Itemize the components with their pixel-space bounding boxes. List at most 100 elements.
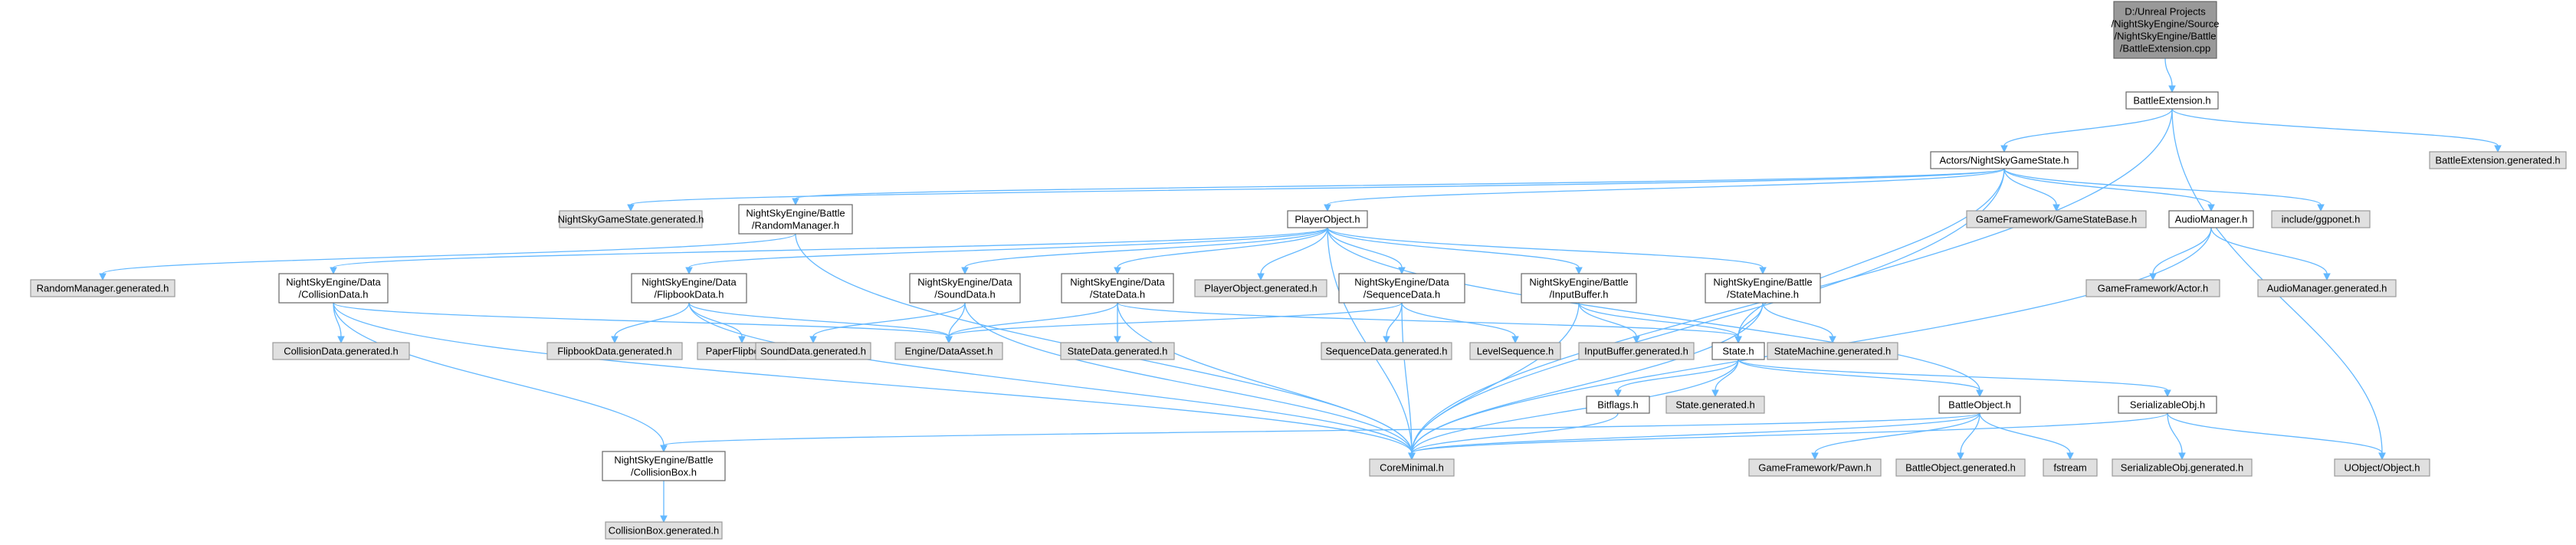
- node-sounddata-h[interactable]: NightSkyEngine/Data/SoundData.h: [909, 273, 1021, 304]
- node-box: [602, 451, 726, 481]
- node-label: GameFramework/GameStateBase.h: [1976, 214, 2137, 225]
- node-box: [546, 342, 683, 360]
- node-label: CollisionData.generated.h: [284, 346, 399, 357]
- node-label: LevelSequence.h: [1477, 346, 1554, 357]
- node-label: /FlipbookData.h: [654, 289, 724, 300]
- node-box: [605, 521, 723, 540]
- node-box: [2118, 396, 2217, 414]
- edge-collisionbox-h-to-collisionbox-gen: [660, 480, 668, 524]
- node-inputbuffer-h[interactable]: NightSkyEngine/Battle/InputBuffer.h: [1521, 273, 1637, 304]
- node-box: [1895, 458, 2026, 477]
- node-statemachine-gen: StateMachine.generated.h: [1767, 342, 1898, 360]
- edge-sequencedata-h-to-levelsequence-h: [1401, 302, 1519, 344]
- node-label: /RandomManager.h: [752, 220, 839, 231]
- edge-sounddata-h-to-coreminimal-h: [964, 302, 1416, 461]
- node-battleobject-h[interactable]: BattleObject.h: [1938, 396, 2021, 414]
- nodes-layer: D:/Unreal Projects/NightSkyEngine/Source…: [30, 1, 2567, 540]
- node-collisionbox-h[interactable]: NightSkyEngine/Battle/CollisionBox.h: [602, 451, 726, 481]
- node-inputbuffer-gen: InputBuffer.generated.h: [1578, 342, 1695, 360]
- node-box: [1338, 273, 1465, 304]
- node-flipbookdata-h[interactable]: NightSkyEngine/Data/FlipbookData.h: [631, 273, 747, 304]
- node-gamestatebase-h: GameFramework/GameStateBase.h: [1966, 210, 2147, 228]
- node-box: [1938, 396, 2021, 414]
- node-label: /NightSkyEngine/Battle: [2115, 31, 2217, 42]
- node-box: [1966, 210, 2147, 228]
- node-sequencedata-h[interactable]: NightSkyEngine/Data/SequenceData.h: [1338, 273, 1465, 304]
- edge-battleextension-h-to-nightskygamestate-h: [2000, 108, 2173, 153]
- node-box: [278, 273, 389, 304]
- node-nightskygamestate-h[interactable]: Actors/NightSkyGameState.h: [1930, 151, 2079, 169]
- node-bitflags-h[interactable]: Bitflags.h: [1586, 396, 1650, 414]
- node-box: [30, 279, 176, 297]
- node-box: [1194, 279, 1327, 297]
- edge-statemachine-h-to-state-h: [1734, 302, 1764, 344]
- node-battleextension-h[interactable]: BattleExtension.h: [2125, 91, 2219, 110]
- node-box: [2112, 458, 2253, 477]
- node-sounddata-gen: SoundData.generated.h: [755, 342, 871, 360]
- node-box: [1748, 458, 1882, 477]
- node-label: Actors/NightSkyGameState.h: [1939, 155, 2069, 166]
- node-label: /StateData.h: [1090, 289, 1145, 300]
- node-ggponet-h: include/ggponet.h: [2271, 210, 2371, 228]
- node-collisiondata-gen: CollisionData.generated.h: [272, 342, 410, 360]
- node-label: NightSkyEngine/Data: [642, 277, 737, 288]
- node-label: NightSkyEngine/Data: [1070, 277, 1165, 288]
- node-label: SoundData.generated.h: [760, 346, 866, 357]
- node-label: SequenceData.generated.h: [1325, 346, 1447, 357]
- node-box: [559, 210, 703, 228]
- edge-serializableobj-h-to-coreminimal-h: [1408, 412, 2168, 461]
- edge-playerobject-h-to-statemachine-h: [1327, 227, 1767, 275]
- edge-collisiondata-h-to-collisionbox-h: [333, 302, 668, 453]
- edge-nightskygamestate-h-to-randommanager-h: [792, 168, 2005, 206]
- node-label: NightSkyEngine/Data: [917, 277, 1012, 288]
- node-box: [1060, 342, 1175, 360]
- edge-nightskygamestate-h-to-nightskygamestate-gen: [627, 168, 2005, 212]
- edge-playerobject-h-to-flipbookdata-h: [685, 227, 1328, 275]
- edge-state-h-to-serializableobj-h: [1738, 359, 2171, 398]
- node-label: /SequenceData.h: [1363, 289, 1440, 300]
- node-randommanager-h[interactable]: NightSkyEngine/Battle/RandomManager.h: [738, 204, 853, 235]
- node-box: [1061, 273, 1174, 304]
- node-collisionbox-gen: CollisionBox.generated.h: [605, 521, 723, 540]
- node-label: /SoundData.h: [934, 289, 996, 300]
- node-collisiondata-h[interactable]: NightSkyEngine/Data/CollisionData.h: [278, 273, 389, 304]
- node-label: /NightSkyEngine/Source: [2112, 18, 2220, 30]
- node-state-h[interactable]: State.h: [1711, 342, 1765, 360]
- node-serializableobj-h[interactable]: SerializableObj.h: [2118, 396, 2217, 414]
- edge-nightskygamestate-h-to-gamestatebase-h: [2003, 168, 2060, 212]
- node-label: InputBuffer.generated.h: [1584, 346, 1688, 357]
- node-sequencedata-gen: SequenceData.generated.h: [1321, 342, 1452, 360]
- edge-battleextension-h-to-battleextension-gen: [2171, 108, 2502, 153]
- edge-randommanager-h-to-randommanager-gen: [99, 233, 796, 281]
- node-box: [1767, 342, 1898, 360]
- edge-playerobject-h-to-inputbuffer-h: [1327, 227, 1583, 275]
- node-box: [272, 342, 410, 360]
- node-box: [2429, 151, 2567, 169]
- edge-flipbookdata-h-to-dataasset-h: [688, 302, 953, 344]
- edge-nightskygamestate-h-to-coreminimal-h: [1408, 168, 2005, 461]
- node-label: BattleExtension.h: [2133, 95, 2210, 107]
- node-label: StateData.generated.h: [1068, 346, 1168, 357]
- node-statedata-h[interactable]: NightSkyEngine/Data/StateData.h: [1061, 273, 1174, 304]
- edge-serializableobj-h-to-object-h: [2167, 412, 2386, 461]
- node-fstream: fstream: [2043, 458, 2098, 477]
- node-object-h: UObject/Object.h: [2334, 458, 2430, 477]
- edge-battleobject-h-to-battleobject-gen: [1957, 412, 1980, 461]
- node-playerobject-h[interactable]: PlayerObject.h: [1287, 210, 1368, 228]
- node-label: NightSkyEngine/Battle: [1529, 277, 1628, 288]
- node-box: [1705, 273, 1821, 304]
- edge-statedata-h-to-state-h: [1117, 302, 1742, 344]
- edge-root-to-battleextension-h: [2164, 57, 2176, 94]
- edge-nightskygamestate-h-to-ggponet-h: [2003, 168, 2325, 212]
- node-box: [1665, 396, 1765, 414]
- node-playerobject-gen: PlayerObject.generated.h: [1194, 279, 1327, 297]
- node-nightskygamestate-gen: NightSkyGameState.generated.h: [558, 210, 704, 228]
- node-label: CollisionBox.generated.h: [609, 525, 720, 537]
- node-label: NightSkyEngine/Battle: [1713, 277, 1812, 288]
- edge-playerobject-h-to-sounddata-h: [961, 227, 1328, 275]
- edge-nightskygamestate-h-to-audiomanager-h: [2003, 168, 2215, 212]
- node-box: [1287, 210, 1368, 228]
- node-statemachine-h[interactable]: NightSkyEngine/Battle/StateMachine.h: [1705, 273, 1821, 304]
- node-label: fstream: [2053, 462, 2086, 474]
- node-audiomanager-h[interactable]: AudioManager.h: [2168, 210, 2254, 228]
